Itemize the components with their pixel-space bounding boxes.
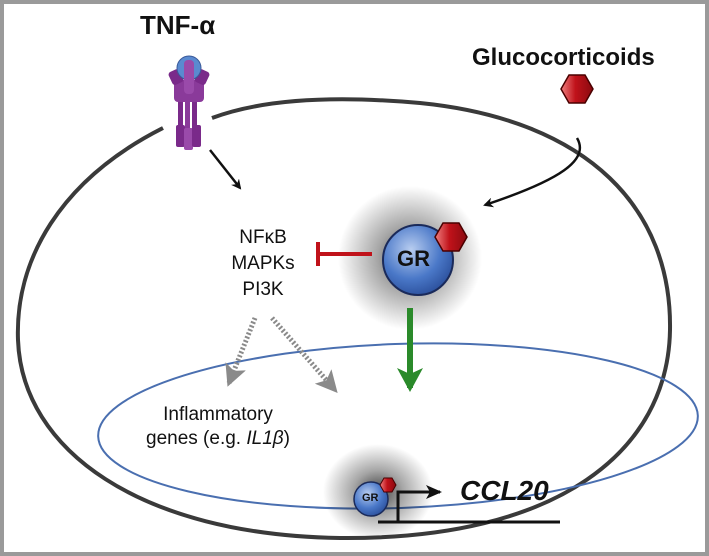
tnf-alpha-label: TNF-α xyxy=(140,10,216,40)
signaling-pathways-list: NFκB MAPKs PI3K xyxy=(218,225,308,303)
inflammatory-suffix: ) xyxy=(283,428,290,449)
mapks-label: MAPKs xyxy=(231,253,295,274)
ccl20-gene xyxy=(353,477,560,524)
gr-complex xyxy=(382,222,468,296)
pi3k-label: PI3K xyxy=(242,279,284,300)
inflammatory-prefix: genes (e.g. xyxy=(146,428,247,449)
tnf-to-signaling-arrow xyxy=(209,149,242,190)
gr-dna-bound-icon xyxy=(353,481,389,517)
cell-membrane xyxy=(15,97,673,541)
inhibition-arrow xyxy=(316,242,372,266)
gr-label: GR xyxy=(397,246,430,271)
il1b-gene-label: IL1β xyxy=(246,428,284,449)
inflammatory-line1: Inflammatory xyxy=(163,404,273,425)
tnf-receptor-icon xyxy=(168,55,210,150)
glucocorticoid-dna-icon xyxy=(379,477,397,493)
glucocorticoid-icon xyxy=(560,74,594,104)
ccl20-label: CCL20 xyxy=(460,475,549,506)
glucocorticoid-to-gr-arrow xyxy=(483,137,582,208)
glucocorticoids-label: Glucocorticoids xyxy=(472,44,655,71)
transcription-start-arrow xyxy=(396,485,442,522)
glucocorticoid-bound-icon xyxy=(434,222,468,252)
inflammatory-genes-label: Inflammatory genes (e.g. IL1β) xyxy=(118,403,318,451)
nfkb-label: NFκB xyxy=(239,227,287,248)
inflammatory-line2: genes (e.g. IL1β) xyxy=(118,427,318,451)
gr-small-label: GR xyxy=(362,492,379,504)
gr-receptor-icon xyxy=(382,224,454,296)
